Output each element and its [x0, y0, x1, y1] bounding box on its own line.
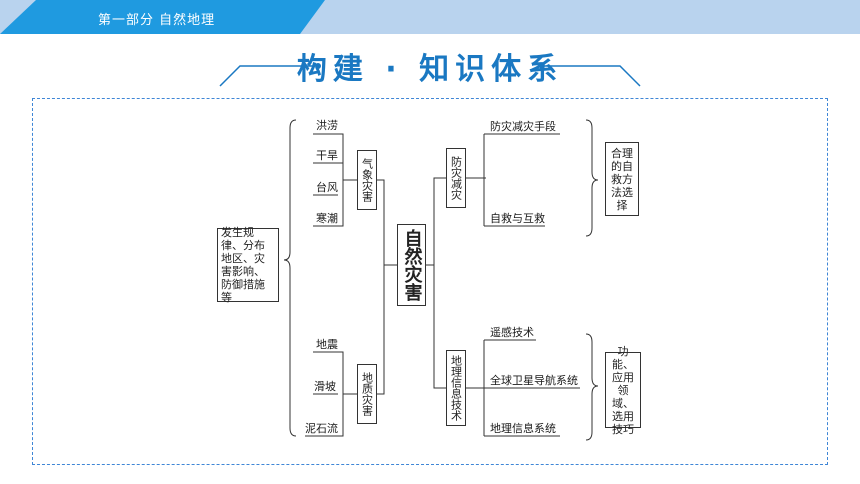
meteo-item-drought: 干旱: [316, 149, 338, 162]
meteo-box: 气象灾害: [357, 150, 377, 210]
section-tab: 第一部分 自然地理: [0, 0, 325, 34]
geo-box: 地质灾害: [357, 364, 377, 424]
tech-label: 地理信息技术: [449, 355, 463, 421]
tech-box: 地理信息技术: [446, 350, 466, 426]
title-right-decoration: [539, 63, 641, 87]
center-label: 自然灾害: [401, 229, 423, 301]
meteo-item-cold-wave: 寒潮: [316, 212, 338, 225]
diagram-frame: [32, 98, 828, 465]
geo-item-debris-flow: 泥石流: [305, 422, 338, 435]
left-summary-text: 发生规律、分布地区、灾害影响、防御措施等: [221, 226, 265, 304]
prevent-item-rescue: 自救与互救: [490, 212, 545, 225]
center-box: 自然灾害: [397, 224, 426, 306]
page-title: 构建 · 知识体系: [296, 52, 564, 87]
section-label: 第一部分 自然地理: [98, 13, 216, 28]
prevent-box: 防灾减灾: [446, 148, 466, 208]
tech-result-box: 功能、应用领域、选用技巧: [605, 345, 641, 436]
tech-item-gis: 地理信息系统: [490, 422, 556, 435]
prevent-item-means: 防灾减灾手段: [490, 120, 556, 133]
meteo-item-flood: 洪涝: [316, 119, 338, 132]
tech-result-text: 功能、应用领域、选用技巧: [612, 344, 634, 436]
top-bar: 第一部分 自然地理: [0, 0, 860, 34]
meteo-label: 气象灾害: [360, 158, 374, 202]
tech-item-remote-sensing: 遥感技术: [490, 326, 534, 339]
title-left-decoration: [219, 63, 321, 87]
prevent-result-box: 合理的自救方法选择: [605, 142, 639, 216]
meteo-item-typhoon: 台风: [316, 181, 338, 194]
left-summary-box: 发生规律、分布地区、灾害影响、防御措施等: [217, 226, 279, 304]
prevent-result-text: 合理的自救方法选择: [611, 146, 633, 212]
geo-item-earthquake: 地震: [316, 338, 338, 351]
geo-item-landslide: 滑坡: [314, 380, 336, 393]
tech-item-gnss: 全球卫星导航系统: [490, 374, 578, 387]
prevent-label: 防灾减灾: [449, 156, 463, 200]
geo-label: 地质灾害: [360, 372, 374, 416]
